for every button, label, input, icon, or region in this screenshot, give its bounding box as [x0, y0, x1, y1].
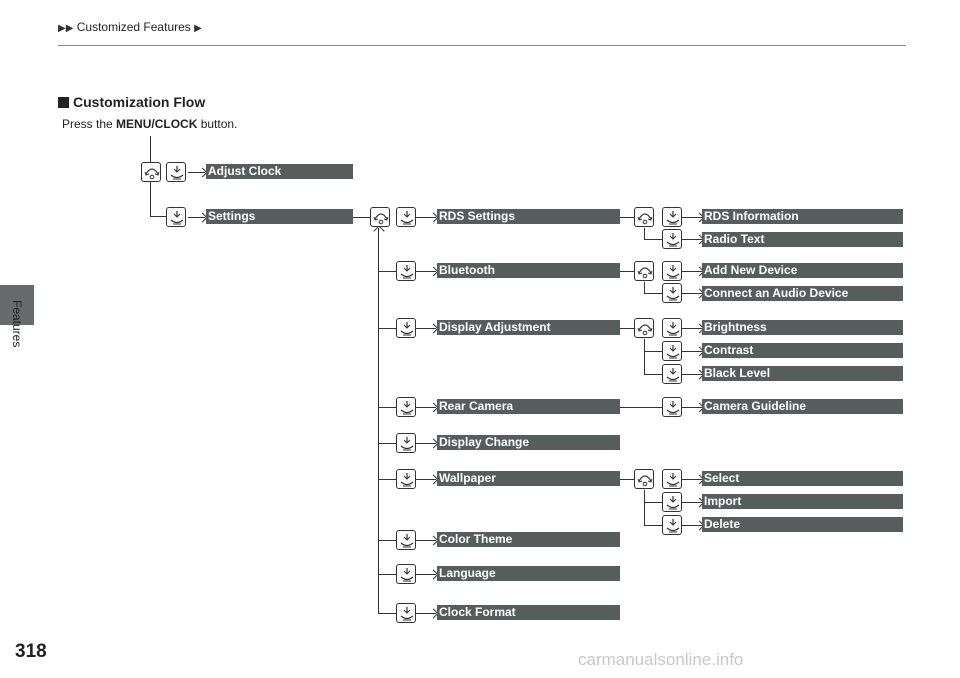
breadcrumb-arrow-icon: ▶▶ — [58, 23, 74, 34]
press-knob-icon — [396, 564, 416, 584]
breadcrumb-arrow-icon: ▶ — [194, 23, 202, 34]
press-knob-icon — [662, 207, 682, 227]
menu-wallpaper: Wallpaper — [437, 471, 620, 486]
menu-display-change: Display Change — [437, 435, 620, 450]
rotate-knob-icon — [141, 162, 161, 182]
breadcrumb: ▶▶ Customized Features ▶ — [58, 20, 202, 34]
menu-brightness: Brightness — [702, 320, 903, 335]
section-title: Customization Flow — [58, 94, 205, 110]
menu-connect-audio-device: Connect an Audio Device — [702, 286, 903, 301]
press-knob-icon — [396, 318, 416, 338]
menu-bluetooth: Bluetooth — [437, 263, 620, 278]
press-knob-icon — [166, 207, 186, 227]
menu-import: Import — [702, 494, 903, 509]
menu-black-level: Black Level — [702, 366, 903, 381]
press-knob-icon — [396, 207, 416, 227]
menu-radio-text: Radio Text — [702, 232, 903, 247]
menu-rds-information: RDS Information — [702, 209, 903, 224]
menu-adjust-clock: Adjust Clock — [206, 164, 353, 179]
menu-language: Language — [437, 566, 620, 581]
menu-contrast: Contrast — [702, 343, 903, 358]
menu-rear-camera: Rear Camera — [437, 399, 620, 414]
press-knob-icon — [662, 229, 682, 249]
press-knob-icon — [396, 433, 416, 453]
menu-rds-settings: RDS Settings — [437, 209, 620, 224]
header-rule — [58, 45, 906, 46]
breadcrumb-label: Customized Features — [76, 20, 191, 34]
press-knob-icon — [662, 469, 682, 489]
menu-add-new-device: Add New Device — [702, 263, 903, 278]
press-knob-icon — [662, 283, 682, 303]
page-number: 318 — [15, 641, 47, 662]
press-knob-icon — [662, 492, 682, 512]
menu-clock-format: Clock Format — [437, 605, 620, 620]
menu-delete: Delete — [702, 517, 903, 532]
square-bullet-icon — [58, 97, 69, 108]
section-tab-label: Features — [10, 300, 24, 348]
menu-clock-key: MENU/CLOCK — [116, 117, 198, 131]
press-knob-icon — [396, 397, 416, 417]
press-knob-icon — [662, 341, 682, 361]
press-knob-icon — [166, 162, 186, 182]
rotate-knob-icon — [634, 261, 654, 281]
rotate-knob-icon — [370, 207, 390, 227]
press-knob-icon — [662, 515, 682, 535]
press-knob-icon — [662, 397, 682, 417]
press-knob-icon — [662, 364, 682, 384]
press-knob-icon — [396, 261, 416, 281]
menu-camera-guideline: Camera Guideline — [702, 399, 903, 414]
watermark: carmanualsonline.info — [578, 650, 744, 669]
menu-display-adjustment: Display Adjustment — [437, 320, 620, 335]
press-knob-icon — [396, 603, 416, 623]
menu-select: Select — [702, 471, 903, 486]
section-tab — [0, 285, 34, 325]
rotate-knob-icon — [634, 469, 654, 489]
rotate-knob-icon — [634, 207, 654, 227]
instruction-text: Press the MENU/CLOCK button. — [62, 117, 238, 131]
press-knob-icon — [396, 530, 416, 550]
press-knob-icon — [662, 261, 682, 281]
press-knob-icon — [662, 318, 682, 338]
menu-settings: Settings — [206, 209, 353, 224]
rotate-knob-icon — [634, 318, 654, 338]
press-knob-icon — [396, 469, 416, 489]
menu-color-theme: Color Theme — [437, 532, 620, 547]
